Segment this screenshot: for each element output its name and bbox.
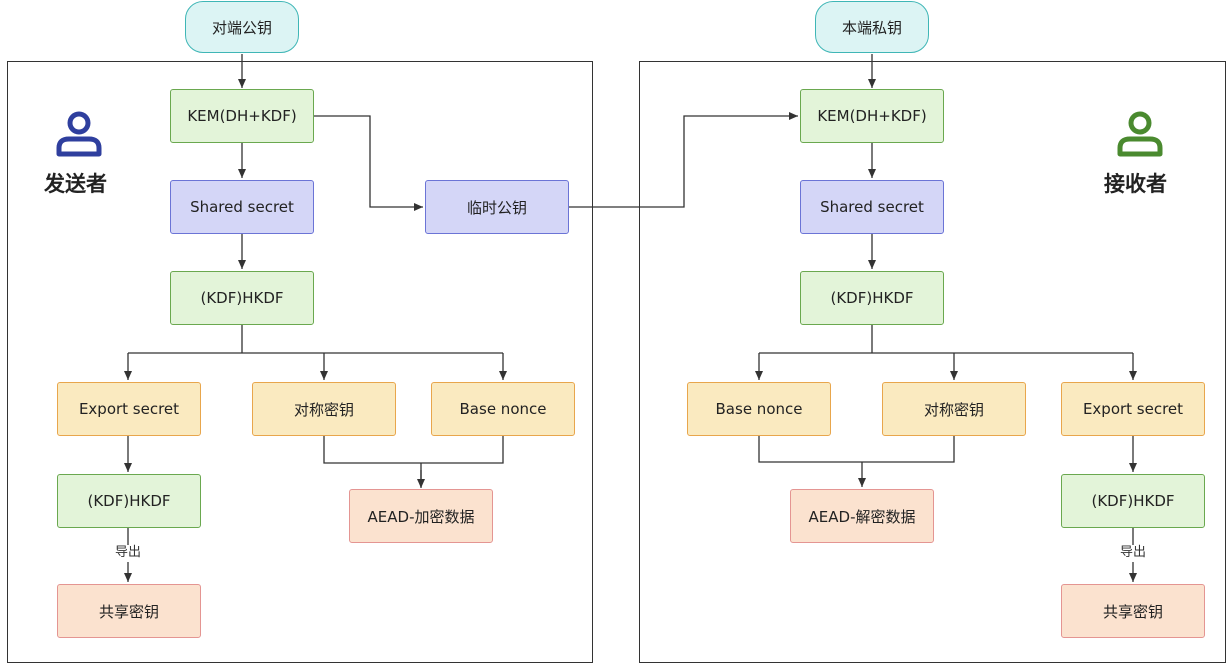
- ephemeral-public-key-node: 临时公钥: [425, 180, 569, 234]
- receiver-symmetric-key-node: 对称密钥: [882, 382, 1026, 436]
- receiver-export-hkdf-node: (KDF)HKDF: [1061, 474, 1205, 528]
- sender-aead-node: AEAD-加密数据: [349, 489, 493, 543]
- sender-kem-node: KEM(DH+KDF): [170, 89, 314, 143]
- edge-sender-kem-to-ephemeral-key: [314, 115, 423, 211]
- receiver-aead-node: AEAD-解密数据: [790, 489, 934, 543]
- edge-receiver-hkdf-split: [759, 325, 1133, 354]
- receiver-shared-key-node: 共享密钥: [1061, 584, 1205, 638]
- edge-ephemeral-key-to-receiver-kem: [569, 112, 798, 208]
- sender-base-nonce-node: Base nonce: [431, 382, 575, 436]
- receiver-label: 接收者: [1104, 172, 1167, 196]
- receiver-hkdf-node: (KDF)HKDF: [800, 271, 944, 325]
- own-private-key-node: 本端私钥: [815, 1, 929, 53]
- receiver-kem-node: KEM(DH+KDF): [800, 89, 944, 143]
- edge-receiver-aead-merge: [758, 436, 955, 463]
- sender-export-label: 导出: [113, 545, 144, 561]
- sender-export-hkdf-node: (KDF)HKDF: [57, 474, 201, 528]
- sender-export-secret-node: Export secret: [57, 382, 201, 436]
- sender-user-icon: [56, 111, 102, 157]
- sender-panel: [7, 61, 593, 663]
- receiver-user-icon: [1117, 111, 1163, 157]
- receiver-base-nonce-node: Base nonce: [687, 382, 831, 436]
- receiver-export-label: 导出: [1118, 545, 1149, 561]
- receiver-panel: [639, 61, 1226, 663]
- sender-shared-key-node: 共享密钥: [57, 584, 201, 638]
- sender-shared-secret-node: Shared secret: [170, 180, 314, 234]
- receiver-shared-secret-node: Shared secret: [800, 180, 944, 234]
- sender-symmetric-key-node: 对称密钥: [252, 382, 396, 436]
- edge-sender-hkdf-split: [128, 325, 503, 354]
- sender-hkdf-node: (KDF)HKDF: [170, 271, 314, 325]
- receiver-export-secret-node: Export secret: [1061, 382, 1205, 436]
- peer-public-key-node: 对端公钥: [185, 1, 299, 53]
- sender-label: 发送者: [44, 172, 107, 196]
